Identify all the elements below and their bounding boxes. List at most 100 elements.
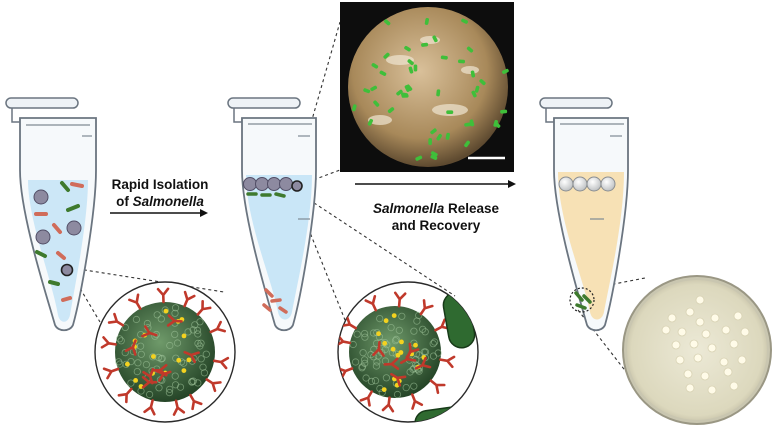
step-label-prefix: of: [116, 194, 133, 209]
colony: [685, 383, 695, 393]
sem-bacterium: [479, 79, 486, 86]
zoom-bead-antibodies: [94, 281, 236, 423]
buffer-liquid: [246, 175, 312, 320]
sem-bacterium: [363, 88, 371, 94]
sem-bacterium: [424, 17, 430, 25]
colony: [701, 329, 711, 339]
sem-bacterium: [500, 109, 508, 114]
sem-bacterium: [396, 89, 403, 96]
step-label-line2: and Recovery: [391, 218, 481, 233]
sem-bacterium: [464, 140, 470, 148]
sem-bacterium: [464, 122, 472, 127]
sem-bacterium: [445, 132, 450, 140]
petri-dish-icon: [622, 275, 772, 425]
released-bead-icon: [558, 176, 616, 192]
step-label-organism: Salmonella: [372, 201, 445, 216]
colony: [700, 371, 710, 381]
colony: [683, 369, 693, 379]
colony: [689, 339, 699, 349]
colony: [740, 327, 750, 337]
sem-bacterium: [370, 85, 378, 92]
arrow-release: [355, 180, 516, 188]
arrow-isolation: [110, 209, 208, 217]
sem-bacterium: [461, 18, 468, 24]
tube-cap-icon: [227, 97, 301, 109]
sem-bacterium: [413, 64, 418, 72]
step-label-suffix: Release: [444, 201, 500, 216]
culture-liquid: [558, 172, 624, 320]
colony: [677, 327, 687, 337]
colony: [729, 381, 739, 391]
sem-bacterium: [421, 42, 429, 47]
sem-bacterium: [466, 46, 474, 53]
colony: [685, 307, 695, 317]
sem-bacterium: [383, 52, 390, 59]
colony: [695, 317, 705, 327]
colony: [667, 313, 677, 323]
sem-micrograph: [340, 2, 514, 172]
colony: [710, 313, 720, 323]
bacterium-icon: [574, 291, 592, 310]
tube-2: [227, 97, 317, 332]
colony: [695, 295, 705, 305]
colony: [719, 357, 729, 367]
colony: [723, 367, 733, 377]
magnetic-bead-icon: [349, 306, 441, 398]
sem-bacterium: [446, 110, 454, 114]
sem-bacterium: [458, 59, 466, 64]
sem-bacterium: [471, 90, 477, 98]
colony: [737, 355, 747, 365]
sem-bacterium: [501, 68, 509, 74]
magnetic-bead-icon: [33, 189, 82, 277]
tube-3: [539, 97, 629, 332]
sem-bacterium: [373, 100, 380, 107]
colony: [707, 385, 717, 395]
tube-cap-icon: [5, 97, 79, 109]
sem-bacterium: [415, 155, 423, 161]
sem-bacterium: [430, 151, 438, 157]
sem-bacterium: [367, 118, 373, 126]
sem-bacterium: [352, 104, 357, 112]
step-label-isolation: Rapid Isolation of Salmonella: [108, 176, 212, 210]
antibody-icon: [100, 287, 230, 416]
sem-bacterium: [432, 35, 438, 43]
sem-bacterium: [436, 89, 441, 97]
sem-bacterium: [474, 85, 480, 93]
sem-bacterium: [469, 119, 475, 127]
magnetic-bead-icon: [243, 177, 303, 192]
tube-1: [5, 97, 97, 332]
colony: [707, 343, 717, 353]
step-label-line1: Rapid Isolation: [111, 177, 209, 192]
sem-bacterium: [428, 138, 432, 146]
sem-bacterium: [494, 121, 501, 128]
sem-bacterium: [384, 19, 391, 26]
sem-bacteria: [352, 17, 509, 161]
sem-bacterium: [379, 70, 387, 76]
sem-bacterium: [470, 70, 476, 78]
magnetic-bead-icon: [115, 302, 215, 402]
sem-bacterium: [401, 94, 409, 98]
sem-bacterium: [440, 55, 448, 60]
tube-cap-icon: [539, 97, 613, 109]
step-label-organism: Salmonella: [132, 194, 204, 209]
sem-bacterium: [387, 107, 395, 114]
colony: [693, 353, 703, 363]
bacterium-icon: [246, 192, 288, 314]
colony-group: [661, 295, 750, 395]
sem-bacterium: [371, 63, 379, 69]
sem-bacterium: [404, 45, 411, 52]
colony: [675, 355, 685, 365]
sem-bacterium: [430, 128, 437, 135]
sem-bacterium: [407, 59, 414, 66]
colony: [721, 325, 731, 335]
sem-bacterium: [436, 133, 443, 141]
zoom-bead-bacteria: [337, 281, 479, 423]
sem-bacterium: [430, 154, 438, 160]
bacterium-icon: [34, 181, 84, 302]
colony: [729, 339, 739, 349]
sem-bacterium: [404, 85, 410, 92]
colony: [661, 325, 671, 335]
step-label-release: Salmonella Release and Recovery: [352, 200, 520, 234]
